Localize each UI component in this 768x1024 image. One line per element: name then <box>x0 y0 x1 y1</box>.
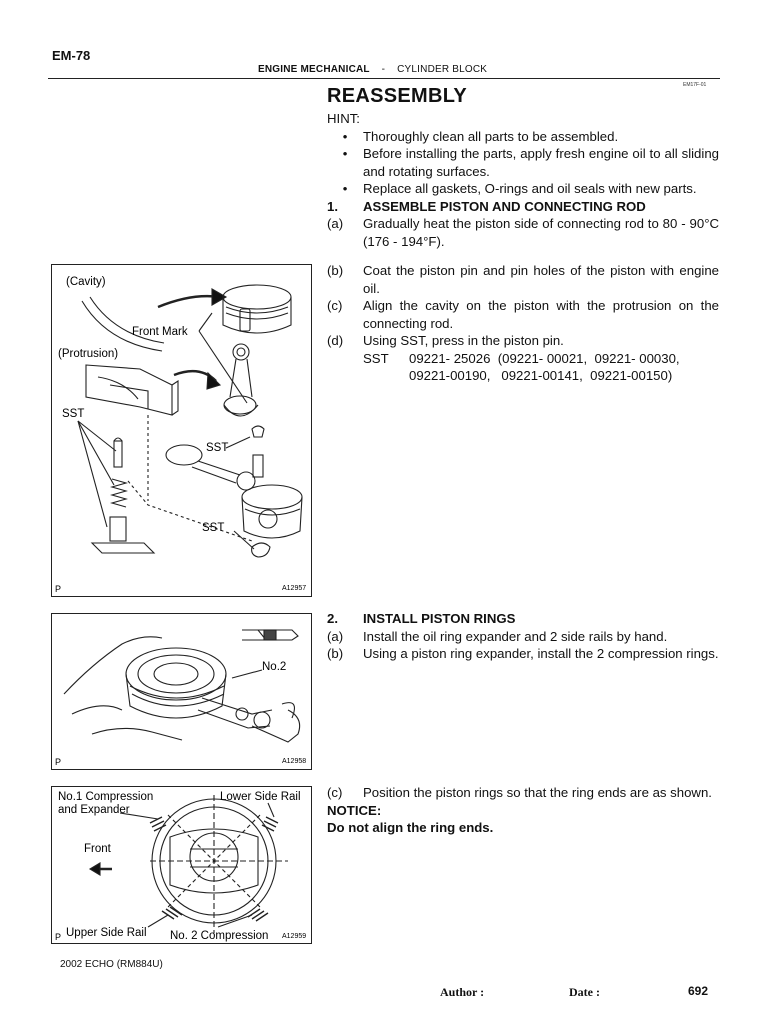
bullet-dot: • <box>342 181 348 196</box>
step2-item: (b) Using a piston ring expander, instal… <box>327 645 719 663</box>
label-lower-side-rail: Lower Side Rail <box>220 791 301 803</box>
bullet-dot: • <box>342 146 348 161</box>
item-label: (d) <box>327 333 344 348</box>
step1-item: (b) Coat the piston pin and pin holes of… <box>327 262 719 297</box>
footer-author-label: Author : <box>440 985 485 999</box>
notice-text: Do not align the ring ends. <box>327 820 494 835</box>
step-title: INSTALL PISTON RINGS <box>363 611 516 626</box>
hint-label: HINT: <box>327 111 360 126</box>
figure-corner-mark: P <box>55 757 61 767</box>
step2-block: 2. INSTALL PISTON RINGS (a) Install the … <box>327 610 719 663</box>
step-number: 1. <box>327 198 338 214</box>
figure-ring-expander: No.2 P A12958 <box>51 613 312 770</box>
section-header: ENGINE MECHANICAL - CYLINDER BLOCK <box>258 64 487 75</box>
item-text: Gradually heat the piston side of connec… <box>363 216 719 249</box>
label-front: Front <box>84 843 112 855</box>
sst-line-2: 09221-00190, 09221-00141, 09221-00150) <box>409 368 673 383</box>
ring-expander-drawing: No.2 P A12958 <box>55 629 306 767</box>
page-code: EM-78 <box>52 48 91 63</box>
figure-piston-assembly: (Cavity) Front Mark (Protrusion) SST SST… <box>51 264 312 597</box>
figure-id: A12957 <box>282 585 306 592</box>
footer-date-label: Date : <box>569 985 600 999</box>
item-label: (a) <box>327 216 344 231</box>
label-no2: No.2 <box>262 661 286 673</box>
label-no1-compression: No.1 Compression <box>58 791 153 803</box>
figure-corner-mark: P <box>55 584 61 594</box>
footer-model: 2002 ECHO (RM884U) <box>60 959 163 970</box>
sst-label: SST <box>363 350 389 366</box>
item-text: Position the piston rings so that the ri… <box>363 785 712 800</box>
piston-assembly-drawing: (Cavity) Front Mark (Protrusion) SST SST… <box>55 276 306 594</box>
hint-bullet-text: Thoroughly clean all parts to be assembl… <box>363 128 619 144</box>
label-sst: SST <box>62 408 84 420</box>
item-text: Coat the piston pin and pin holes of the… <box>363 263 719 296</box>
notice-label: NOTICE: <box>327 802 382 818</box>
step1-item: (c) Align the cavity on the piston with … <box>327 297 719 332</box>
hint-bullet: • Before installing the parts, apply fre… <box>327 145 719 180</box>
step1-item: (a) Gradually heat the piston side of co… <box>327 215 719 250</box>
item-label: (c) <box>327 298 343 313</box>
label-sst: SST <box>202 522 224 534</box>
label-front-mark: Front Mark <box>132 326 188 338</box>
figure-ring-positions: No.1 Compression and Expander Lower Side… <box>51 786 312 944</box>
hint-bullet: • Replace all gaskets, O-rings and oil s… <box>327 180 719 198</box>
label-and-expander: and Expander <box>58 804 130 816</box>
hint-bullet-text: Before installing the parts, apply fresh… <box>363 146 719 179</box>
header-rule <box>48 78 720 79</box>
step1-item: (d) Using SST, press in the piston pin. <box>327 332 719 350</box>
item-label: (b) <box>327 263 344 278</box>
step1-continued: (b) Coat the piston pin and pin holes of… <box>327 262 719 385</box>
sst-numbers: 09221-00190, 09221-00141, 09221-00150) <box>327 367 719 385</box>
item-label: (b) <box>327 646 344 661</box>
item-text: Using a piston ring expander, install th… <box>363 646 719 661</box>
hint-bullet: • Thoroughly clean all parts to be assem… <box>327 128 719 146</box>
item-label: (a) <box>327 628 344 644</box>
step-number: 2. <box>327 611 338 626</box>
item-text: Install the oil ring expander and 2 side… <box>363 628 668 644</box>
ring-positions-drawing: No.1 Compression and Expander Lower Side… <box>55 791 306 942</box>
label-protrusion: (Protrusion) <box>58 348 118 360</box>
step2-item: (a) Install the oil ring expander and 2 … <box>327 628 719 646</box>
doc-id: EM17F-01 <box>683 82 707 88</box>
step-title: ASSEMBLE PISTON AND CONNECTING ROD <box>363 198 646 214</box>
page-title: REASSEMBLY <box>327 85 468 107</box>
item-label: (c) <box>327 785 343 800</box>
label-cavity: (Cavity) <box>66 276 106 288</box>
label-no2-compression: No. 2 Compression <box>170 930 268 942</box>
sst-line-1: 09221- 25026 (09221- 00021, 09221- 00030… <box>409 350 680 366</box>
hint-block: HINT: • Thoroughly clean all parts to be… <box>327 110 719 250</box>
step2-heading: 2. INSTALL PISTON RINGS <box>327 610 719 628</box>
label-upper-side-rail: Upper Side Rail <box>66 927 147 939</box>
figure-id: A12958 <box>282 758 306 765</box>
subsection-name: CYLINDER BLOCK <box>397 64 488 75</box>
bullet-dot: • <box>342 128 348 144</box>
figure-corner-mark: P <box>55 932 61 942</box>
footer-page-number: 692 <box>688 984 709 998</box>
item-text: Align the cavity on the piston with the … <box>363 298 719 331</box>
step1-heading: 1. ASSEMBLE PISTON AND CONNECTING ROD <box>327 198 719 216</box>
figure-id: A12959 <box>282 933 306 940</box>
label-sst: SST <box>206 442 228 454</box>
step2-item: (c) Position the piston rings so that th… <box>327 784 719 802</box>
section-name: ENGINE MECHANICAL <box>258 64 370 75</box>
sst-numbers: SST 09221- 25026 (09221- 00021, 09221- 0… <box>327 350 719 368</box>
item-text: Using SST, press in the piston pin. <box>363 333 564 348</box>
step2-position-block: (c) Position the piston rings so that th… <box>327 784 719 837</box>
hint-bullet-text: Replace all gaskets, O-rings and oil sea… <box>363 181 697 196</box>
header-separator: - <box>381 64 386 75</box>
